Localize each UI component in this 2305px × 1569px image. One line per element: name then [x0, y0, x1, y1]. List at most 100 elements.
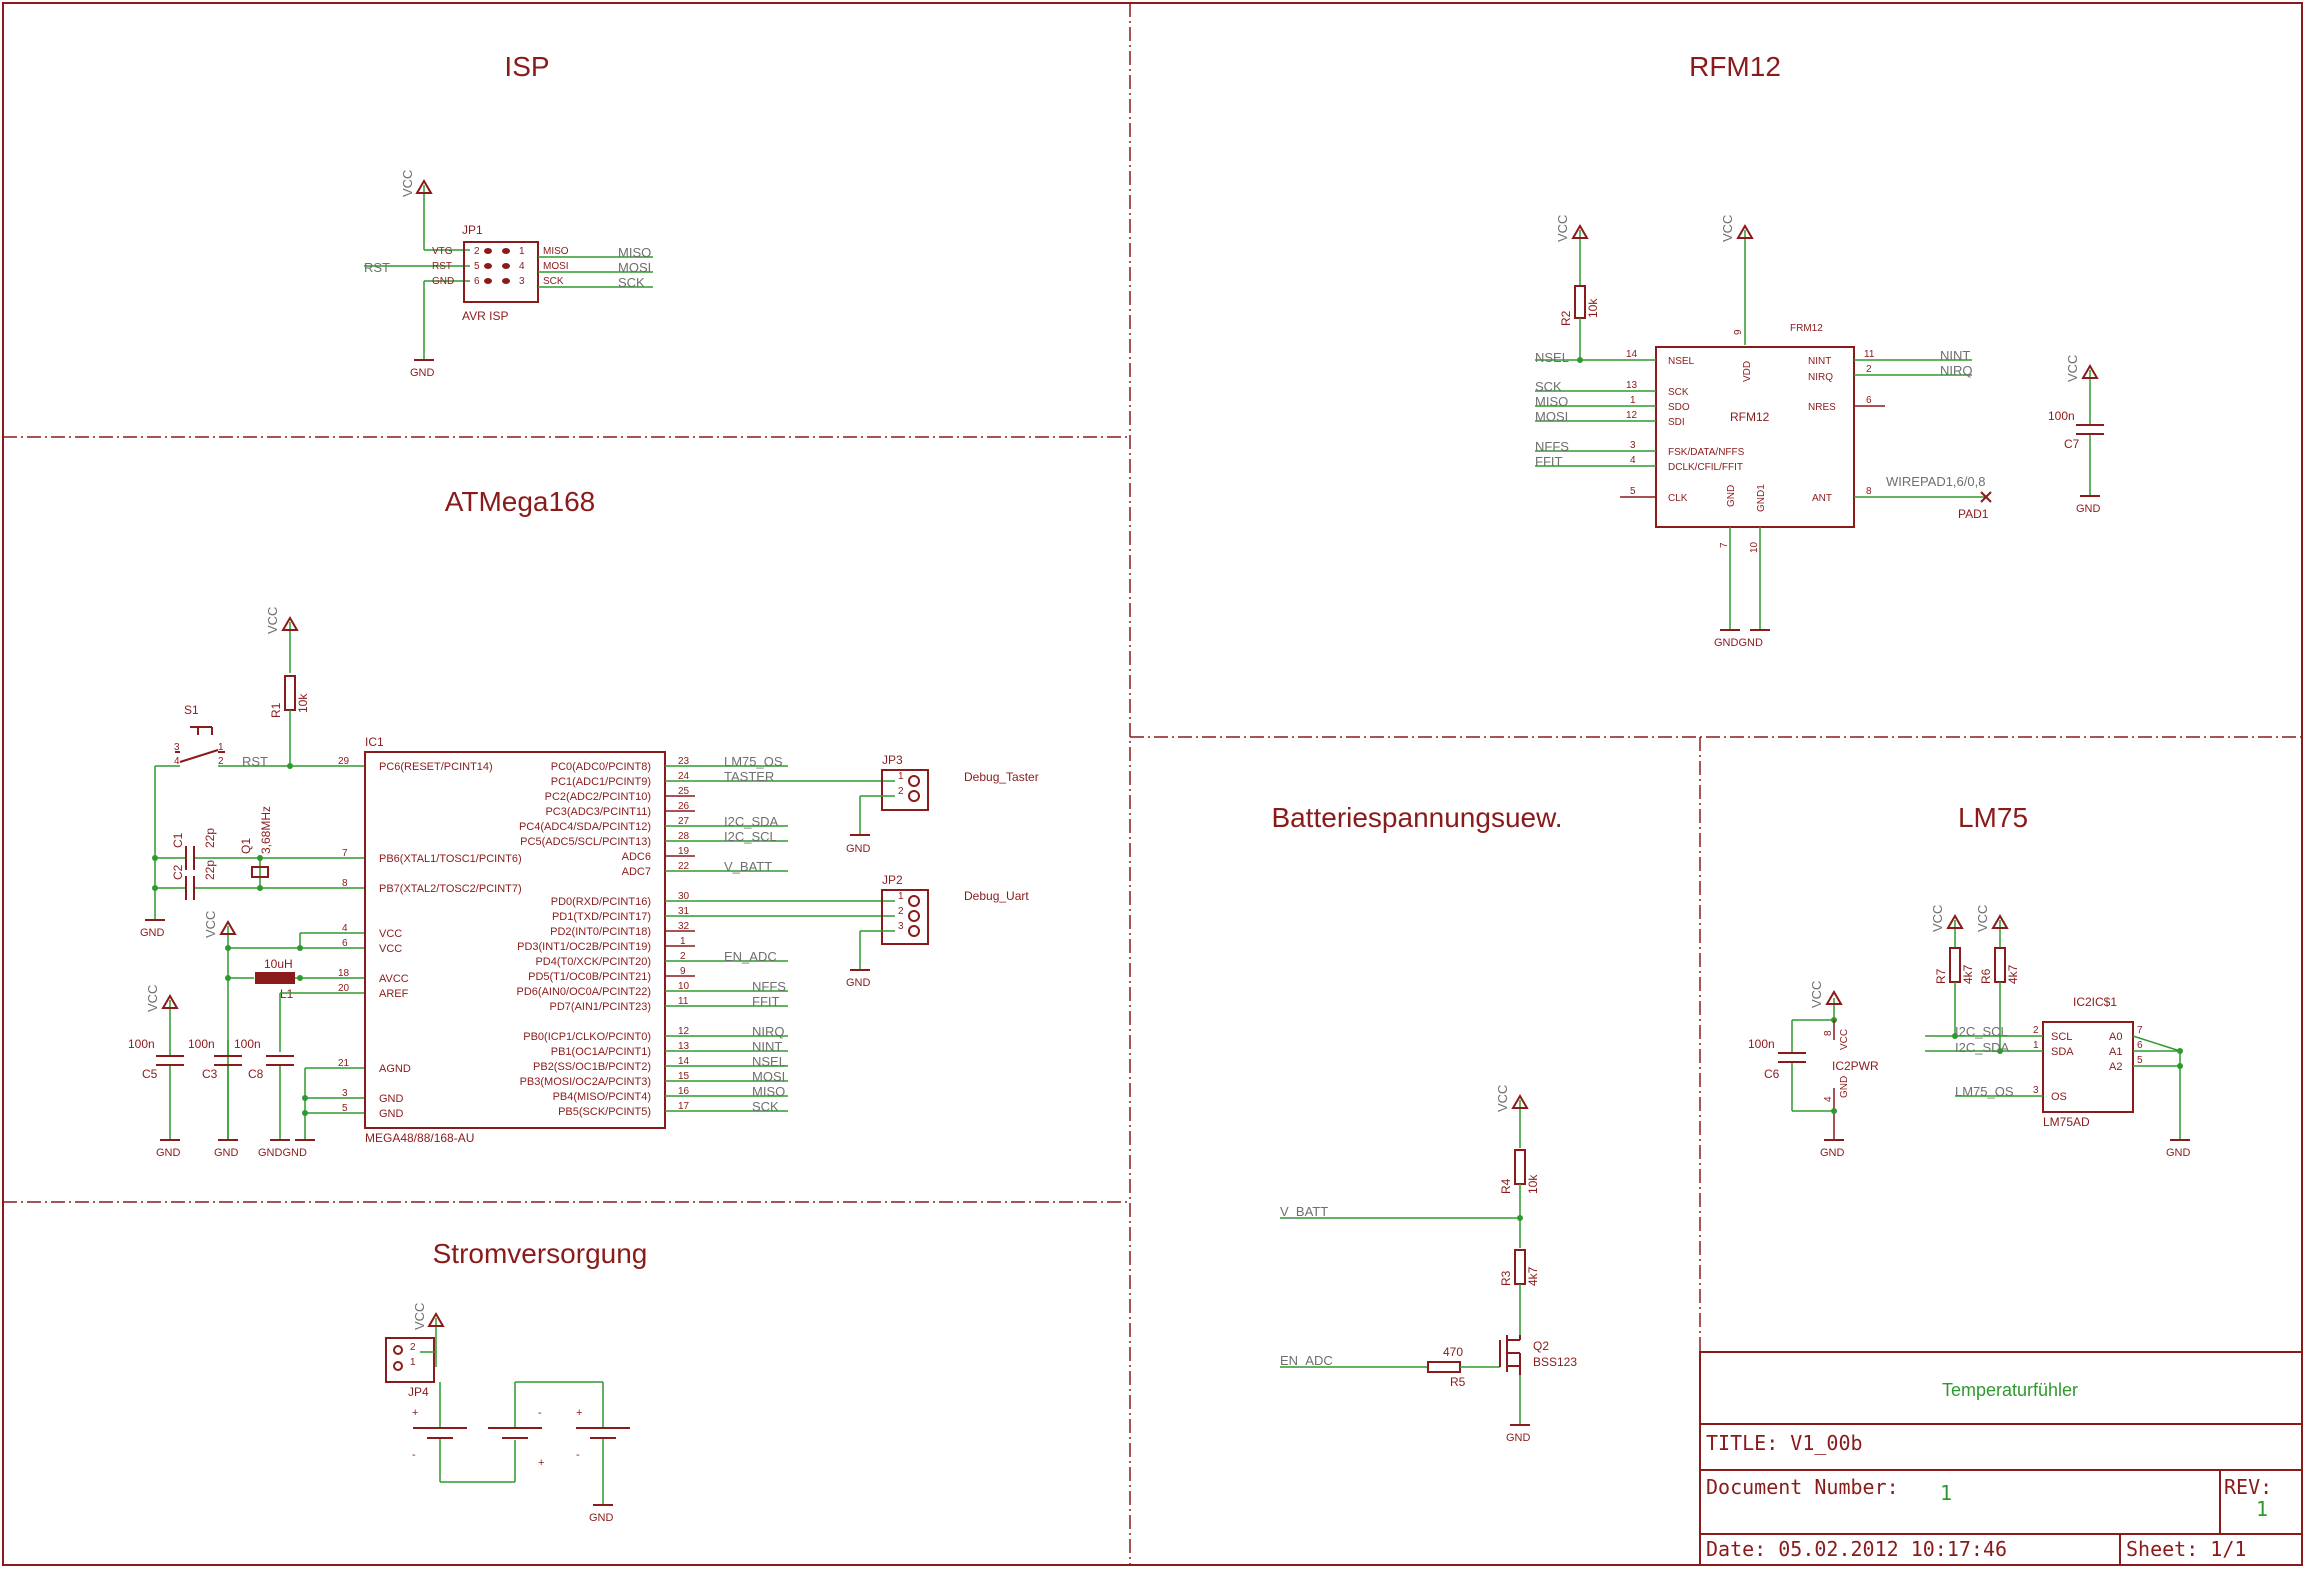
power-connector-jp4: [385, 1337, 435, 1383]
mcu-rpin-0: PC0(ADC0/PCINT8): [551, 761, 651, 773]
mcu-rpin-14: PD6(AIN0/OC0A/PCINT22): [517, 986, 651, 998]
lm75-r6-vcc-label: VCC: [1975, 905, 1990, 932]
mcu-rnet-18: NSEL: [752, 1054, 786, 1069]
isp-pin-num-2: 2: [474, 246, 480, 257]
section-title-rfm12: RFM12: [1689, 51, 1781, 82]
switch-s1: [175, 726, 225, 763]
mcu-debug-taster-label: Debug_Taster: [964, 770, 1039, 784]
power-vcc-label: VCC: [412, 1303, 427, 1330]
mcu-c8-value: 100n: [234, 1037, 261, 1051]
mcu-c5-gnd: GND: [156, 1147, 181, 1159]
titleblock-rev-label: REV:: [2224, 1475, 2272, 1499]
mcu-pinnum-7: 7: [342, 848, 348, 859]
mcu-s1-pin-3: 3: [174, 742, 180, 753]
lm75-pin-sda: SDA: [2051, 1046, 2074, 1058]
lm75-r7-vcc-label: VCC: [1930, 905, 1945, 932]
batt-en-adc-net: EN_ADC: [1280, 1353, 1333, 1368]
crystal-q1: [251, 866, 269, 878]
mcu-jp2-pin2: 2: [898, 906, 904, 917]
mcu-pinnum-18: 18: [338, 968, 350, 979]
titleblock-rev: 1: [2256, 1497, 2268, 1521]
rfm-net-nint: NINT: [1940, 348, 1970, 363]
mosfet-q2: [1499, 1335, 1521, 1375]
mcu-pin-gnd3: GND: [379, 1093, 404, 1105]
rfm-resistor-r2: [1574, 285, 1586, 319]
mcu-rnet-14: NFFS: [752, 979, 786, 994]
mcu-pin-pb7: PB7(XTAL2/TOSC2/PCINT7): [379, 883, 522, 895]
mcu-rpin-17: PB1(OC1A/PCINT1): [551, 1046, 651, 1058]
mcu-jp3-pin2: 2: [898, 786, 904, 797]
mcu-rpin-9: PD1(TXD/PCINT17): [552, 911, 651, 923]
mcu-rnum-8: 30: [678, 891, 690, 902]
mcu-rnet-1: TASTER: [724, 769, 774, 784]
rfm-net-nffs: NFFS: [1535, 439, 1569, 454]
mcu-rnet-7: V_BATT: [724, 859, 772, 874]
rfm-wirepad-label: WIREPAD1,6/0,8: [1886, 474, 1985, 489]
lm75-pin-a0: A0: [2109, 1031, 2122, 1043]
atmega-section: VCC R1 10k S1 3 1 4 2 RST GND: [128, 607, 1039, 1159]
mcu-rnet-16: NIRQ: [752, 1024, 785, 1039]
rfm-num-6: 6: [1866, 395, 1872, 406]
lm75-pin-a2: A2: [2109, 1061, 2122, 1073]
lm75-pin-vcc: VCC: [1839, 1029, 1850, 1050]
lm75-pin-4: 4: [1823, 1096, 1834, 1102]
rfm-num-4: 4: [1630, 455, 1636, 466]
titleblock-docnum-label: Document Number:: [1706, 1475, 1899, 1499]
lm75-r6-label: R6: [1979, 968, 1993, 984]
isp-gnd-label: GND: [410, 367, 435, 379]
mcu-jp3-label: JP3: [882, 753, 903, 767]
mcu-rpin-2: PC2(ADC2/PCINT10): [545, 791, 651, 803]
mcu-c3-value: 100n: [188, 1037, 215, 1051]
rfm-pin-9: 9: [1733, 329, 1744, 335]
lm75-pin-os: OS: [2051, 1091, 2067, 1103]
mcu-rnet-19: MOSI: [752, 1069, 785, 1084]
mcu-rpin-13: PD5(T1/OC0B/PCINT21): [528, 971, 651, 983]
mcu-c2-value: 22p: [203, 860, 217, 880]
mcu-rnum-17: 13: [678, 1041, 690, 1052]
lm75-resistor-r6: [1994, 947, 2006, 983]
lm75-r6-value: 4k7: [2006, 964, 2020, 984]
mcu-jp2-label: JP2: [882, 873, 903, 887]
rfm-num-5: 5: [1630, 486, 1636, 497]
isp-net-miso: MISO: [618, 245, 651, 260]
lm75-pin-scl: SCL: [2051, 1031, 2072, 1043]
rfm-num-3: 3: [1630, 440, 1636, 451]
lm75-num-3: 3: [2033, 1085, 2039, 1096]
batt-vcc-label: VCC: [1495, 1085, 1510, 1112]
batt-r3-label: R3: [1499, 1270, 1513, 1286]
rfm-c7-value: 100n: [2048, 409, 2075, 423]
power-bat1-minus: -: [412, 1449, 416, 1461]
mcu-s1-pin-2: 2: [218, 756, 224, 767]
mcu-rpin-7: ADC7: [622, 866, 651, 878]
rfm-gnd-labels: GNDGND: [1714, 637, 1763, 649]
isp-net-sck: SCK: [618, 275, 645, 290]
mcu-rpin-10: PD2(INT0/PCINT18): [550, 926, 651, 938]
mcu-rnum-11: 1: [680, 936, 686, 947]
mcu-pin-agnd: AGND: [379, 1063, 411, 1075]
lm75-c6-value: 100n: [1748, 1037, 1775, 1051]
mcu-rnum-10: 32: [678, 921, 690, 932]
mcu-rpin-12: PD4(T0/XCK/PCINT20): [535, 956, 651, 968]
mcu-pin-vcc4: VCC: [379, 928, 402, 940]
lm75-pin-8: 8: [1823, 1030, 1834, 1036]
lm75-net-sda: I2C_SDA: [1955, 1040, 2010, 1055]
power-bat2-minus: -: [538, 1407, 542, 1419]
power-jp4-pin1: 1: [410, 1357, 416, 1368]
mcu-rnum-2: 25: [678, 786, 690, 797]
batt-resistor-r4: [1514, 1149, 1526, 1185]
rfm-num-1: 1: [1630, 395, 1636, 406]
rfm-pin-nres: NRES: [1808, 402, 1836, 413]
mcu-rnum-3: 26: [678, 801, 690, 812]
mcu-rnet-12: EN_ADC: [724, 949, 777, 964]
section-title-atmega: ATMega168: [445, 486, 595, 517]
mcu-l1-value: 10uH: [264, 957, 293, 971]
mcu-pin-pb6: PB6(XTAL1/TOSC1/PCINT6): [379, 853, 522, 865]
rfm-pin-nsel: NSEL: [1668, 356, 1695, 367]
mcu-r1-value: 10k: [296, 693, 310, 713]
batt-r5-value: 470: [1443, 1345, 1463, 1359]
rfm-net-sck: SCK: [1535, 379, 1562, 394]
lm75-pin-a1: A1: [2109, 1046, 2122, 1058]
mcu-jp2-gnd: GND: [846, 977, 871, 989]
rfm-net-miso: MISO: [1535, 394, 1568, 409]
power-jp4-label: JP4: [408, 1385, 429, 1399]
